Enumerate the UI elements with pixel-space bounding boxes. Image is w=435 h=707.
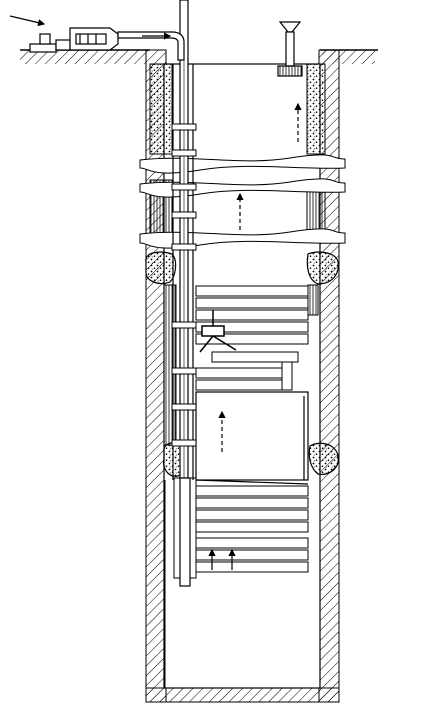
drill-support [199,310,237,353]
strata-bands [139,154,346,249]
plank-stack-upper [195,285,309,391]
surface-fan-unit [29,27,185,61]
plank-stack-lower [179,485,309,573]
airflow-arrows [9,15,302,570]
pipe-clamps [171,123,197,447]
vertical-vent-pipe [172,0,194,587]
exhaust-funnel [277,21,303,77]
upper-concrete-lining [149,63,326,241]
timber-box [195,391,309,485]
